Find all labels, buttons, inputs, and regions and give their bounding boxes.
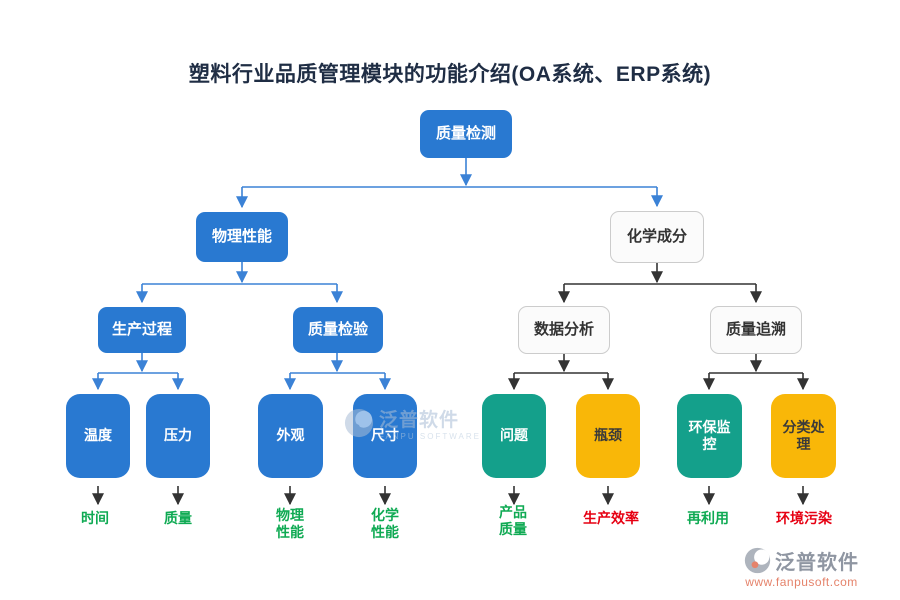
outcome-quality: 质量 <box>164 510 192 526</box>
page-title: 塑料行业品质管理模块的功能介绍(OA系统、ERP系统) <box>188 63 712 86</box>
outcome-time: 时间 <box>81 510 109 526</box>
fanpu-logo-icon <box>744 547 771 574</box>
watermark-corner: 泛普软件 www.fanpusoft.com <box>744 546 859 589</box>
node-label: 质量追溯 <box>725 320 786 338</box>
outcome-physical-performance: 物理性能 <box>275 507 304 540</box>
watermark-url: www.fanpusoft.com <box>745 575 858 589</box>
outcome-environmental-pollution: 环境污染 <box>776 510 832 526</box>
node-label: 问题 <box>500 427 528 444</box>
node-pressure: 压力 <box>146 394 210 478</box>
node-label: 瓶颈 <box>594 427 622 444</box>
node-quality-inspection-root: 质量检测 <box>420 110 512 158</box>
node-label: 环保监控 <box>688 418 731 453</box>
node-classified-handling: 分类处理 <box>771 394 836 478</box>
outcome-product-quality: 产品质量 <box>498 504 527 537</box>
outcome-chemical-performance: 化学性能 <box>370 507 399 540</box>
node-label: 物理性能 <box>211 227 272 245</box>
node-label: 尺寸 <box>371 427 399 444</box>
outcome-reuse: 再利用 <box>687 510 729 526</box>
outcome-production-efficiency: 生产效率 <box>583 510 639 526</box>
node-label: 化学成分 <box>626 227 687 245</box>
node-appearance: 外观 <box>258 394 323 478</box>
node-label: 数据分析 <box>533 320 594 338</box>
node-production-process: 生产过程 <box>98 307 186 353</box>
node-temperature: 温度 <box>66 394 130 478</box>
node-quality-check: 质量检验 <box>293 307 383 353</box>
node-label: 外观 <box>276 427 305 444</box>
node-label: 压力 <box>164 427 192 444</box>
node-label: 质量检测 <box>435 124 496 142</box>
node-label: 分类处理 <box>782 418 825 453</box>
node-label: 质量检验 <box>307 320 368 338</box>
node-env-monitoring: 环保监控 <box>677 394 742 478</box>
node-dimension: 尺寸 <box>353 394 417 478</box>
node-problem: 问题 <box>482 394 546 478</box>
node-data-analysis: 数据分析 <box>518 306 610 354</box>
node-label: 生产过程 <box>111 320 172 338</box>
watermark-brand: 泛普软件 <box>775 552 859 574</box>
node-bottleneck: 瓶颈 <box>576 394 640 478</box>
node-quality-trace: 质量追溯 <box>710 306 802 354</box>
node-chemical-composition: 化学成分 <box>610 211 704 263</box>
node-label: 温度 <box>84 427 112 444</box>
node-physical-properties: 物理性能 <box>196 212 288 262</box>
